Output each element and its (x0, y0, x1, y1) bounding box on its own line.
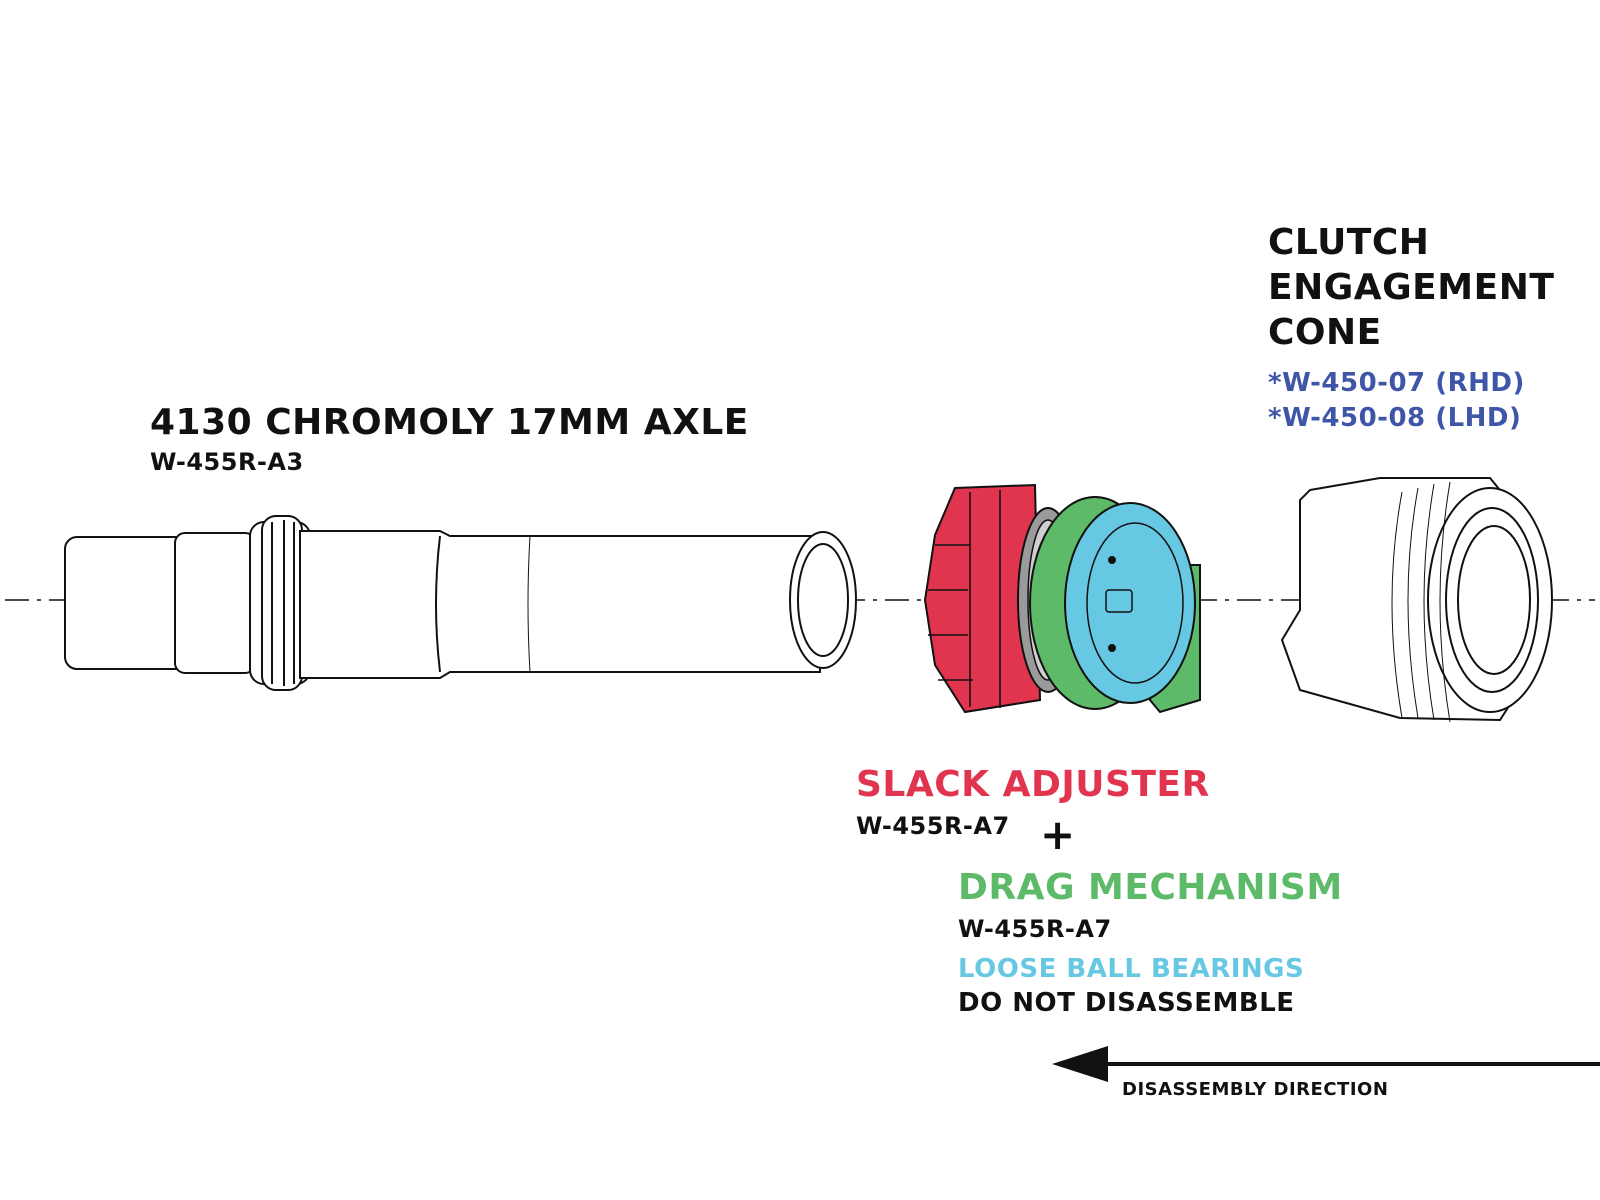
cone-part-lhd: *W-450-08 (LHD) (1268, 403, 1522, 434)
slack-adjuster-part-number: W-455R-A7 (856, 812, 1010, 840)
cone-title: CLUTCH ENGAGEMENT CONE (1268, 220, 1554, 355)
slack-adjuster-title: SLACK ADJUSTER (856, 764, 1210, 805)
cone-title-line-3: CONE (1268, 312, 1382, 353)
cone-part-rhd: *W-450-07 (RHD) (1268, 368, 1525, 398)
cone-title-line-1: CLUTCH (1268, 222, 1430, 263)
cone-part-numbers: *W-450-07 (RHD) *W-450-08 (LHD) (1268, 366, 1525, 436)
axle-part-number: W-455R-A3 (150, 448, 304, 476)
disassembly-direction-label: DISASSEMBLY DIRECTION (1122, 1079, 1389, 1100)
slack-adjuster-drawing (923, 483, 1042, 714)
disassembly-arrow (1052, 1046, 1600, 1082)
drag-mechanism-title: DRAG MECHANISM (958, 867, 1343, 908)
drag-mechanism-part-number: W-455R-A7 (958, 915, 1112, 943)
clutch-cone-drawing (1280, 477, 1553, 723)
loose-ball-bearings-label: LOOSE BALL BEARINGS (958, 954, 1305, 984)
plus-sign: + (1040, 810, 1076, 859)
ball-bearing-assembly-drawing (1064, 502, 1196, 704)
cone-title-line-2: ENGAGEMENT (1268, 267, 1555, 308)
axle-title: 4130 CHROMOLY 17MM AXLE (150, 402, 749, 443)
axle-drawing (64, 515, 857, 691)
do-not-disassemble-label: DO NOT DISASSEMBLE (958, 988, 1295, 1018)
